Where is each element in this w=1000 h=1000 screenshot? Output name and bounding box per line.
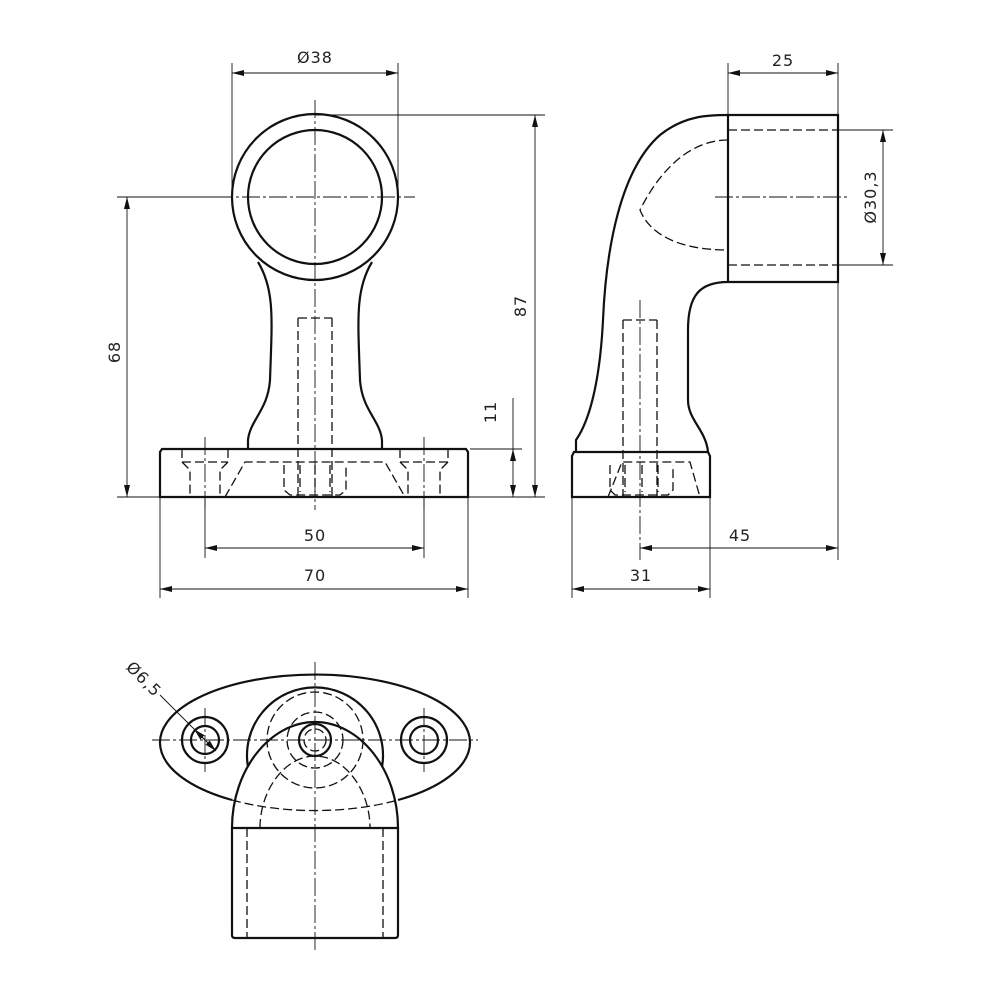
dim-base-depth: 31	[630, 566, 652, 585]
top-dimensions: Ø6,5	[122, 658, 217, 752]
dim-socket-depth: 25	[772, 51, 794, 70]
dim-base-width: 70	[304, 566, 326, 585]
side-dimensions: 25 Ø30,3 45 31	[571, 51, 893, 598]
dim-hole-diameter: Ø6,5	[122, 658, 165, 701]
top-view	[152, 662, 478, 950]
dim-base-height: 11	[481, 401, 500, 423]
dim-ring-diameter: Ø38	[297, 48, 333, 67]
dim-total-height: 87	[511, 295, 530, 317]
front-view	[158, 100, 470, 510]
dim-socket-diameter: Ø30,3	[861, 170, 880, 223]
dim-axis-height: 68	[105, 341, 124, 363]
dim-projection: 45	[729, 526, 751, 545]
front-dimensions: Ø38 87 68 11 50 70	[105, 48, 545, 598]
side-view	[570, 113, 850, 560]
dim-hole-spacing: 50	[304, 526, 326, 545]
